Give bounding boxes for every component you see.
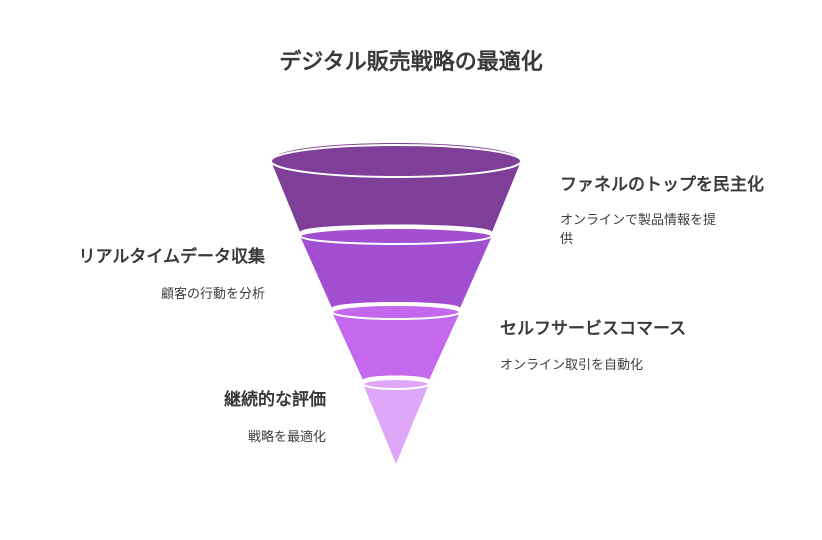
stage-1-heading: ファネルのトップを民主化 [560,175,764,195]
stage-1-description: オンラインで製品情報を提 供 [560,211,764,249]
page-title: デジタル販売戦略の最適化 [279,50,543,75]
stage-1-description-line1: オンラインで製品情報を提 [560,213,717,228]
stage-3-heading: セルフサービスコマース [500,319,687,339]
stage-3-description: オンライン取引を自動化 [500,358,644,373]
stage-4-description: 戦略を最適化 [247,430,326,445]
stage-3-label: セルフサービスコマース オンライン取引を自動化 [500,314,686,375]
stage-4-heading: 継続的な評価 [224,390,326,410]
funnel-stage-4-top [362,378,430,390]
stage-1-description-line2: 供 [560,232,574,247]
funnel-stage-3-top [331,304,461,320]
funnel-stage-2 [300,228,492,308]
stage-4-label: 継続的な評価 戦略を最適化 [224,385,326,447]
stage-2-description: 顧客の行動を分析 [160,287,265,302]
stage-1-label: ファネルのトップを民主化 オンラインで製品情報を提 供 [560,170,764,249]
stage-2-heading: リアルタイムデータ収集 [78,247,266,267]
funnel-stage-3 [332,306,460,380]
funnel-stage-1-top [270,144,522,178]
funnel-stage-4 [363,379,429,464]
stage-2-label: リアルタイムデータ収集 顧客の行動を分析 [79,242,266,304]
funnel-stage-2-top [299,227,493,245]
